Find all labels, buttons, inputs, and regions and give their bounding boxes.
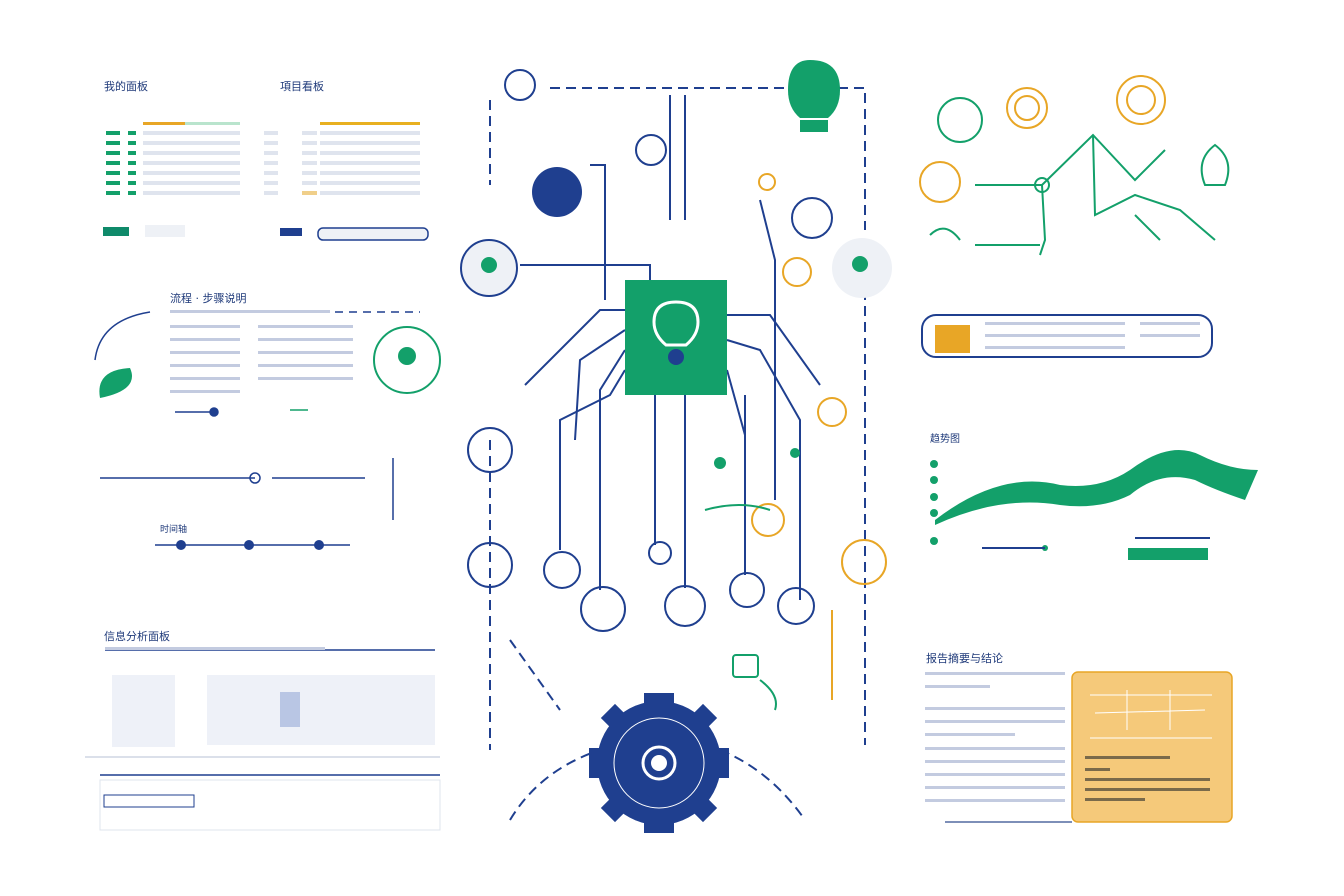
status-table-left [103,122,240,237]
status-table-mid [264,122,429,241]
top-left-title: 我的面板 [104,80,148,93]
search-input [317,227,429,241]
top-mid-title: 項目看板 [280,80,324,93]
lightbulb-center-icon [652,300,700,347]
green-button [103,227,129,236]
info-banner [921,314,1213,358]
text-lines-left [105,310,353,650]
central-network [467,69,866,821]
lightbulb-icon [788,60,840,118]
timeline-title: 时间轴 [160,525,188,535]
bottom-left-title: 信息分析面板 [104,630,170,643]
right-chart-title: 趋势图 [930,434,960,445]
summary-card [1071,671,1233,823]
process-title: 流程 · 步骤说明 [170,292,247,305]
settings-gear-icon [589,693,729,833]
central-idea-block [625,280,727,395]
right-bottom-title: 报告摘要与结论 [926,652,1003,665]
right-network [929,97,1230,256]
navy-node-icon [532,167,582,217]
trend-area-chart [935,450,1258,525]
